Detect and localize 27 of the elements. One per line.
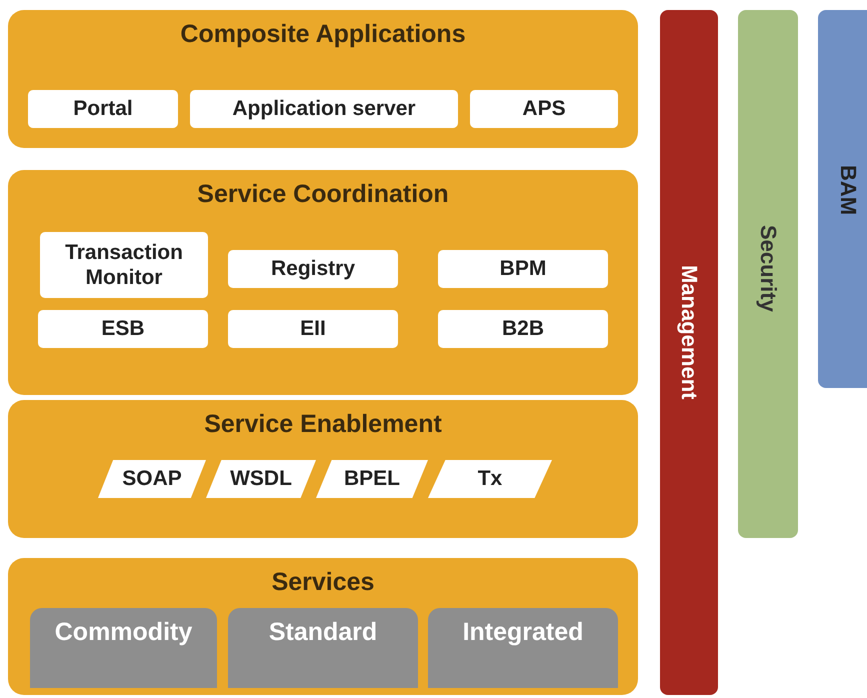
- component-box: Application server: [190, 90, 458, 128]
- component-box: Transaction Monitor: [40, 232, 208, 298]
- layer-title: Service Enablement: [203, 410, 443, 439]
- component-box: EII: [228, 310, 398, 348]
- layer-band: [8, 10, 638, 148]
- layer-band: [8, 170, 638, 395]
- protocol-tag: BPEL: [316, 460, 428, 498]
- component-box: APS: [470, 90, 618, 128]
- component-box: ESB: [38, 310, 208, 348]
- layer-title: Composite Applications: [179, 20, 467, 49]
- layer-band: [8, 400, 638, 538]
- layer-title: Service Coordination: [196, 180, 450, 209]
- component-box: BPM: [438, 250, 608, 288]
- vertical-bar: BAM: [818, 10, 867, 388]
- service-block: Integrated: [428, 608, 618, 688]
- component-box: Registry: [228, 250, 398, 288]
- vertical-bar: Management: [660, 10, 718, 695]
- protocol-tag: SOAP: [98, 460, 206, 498]
- vertical-bar: Security: [738, 10, 798, 538]
- protocol-tag: WSDL: [206, 460, 316, 498]
- layer-band: [8, 558, 638, 695]
- service-block: Commodity: [30, 608, 217, 688]
- service-block: Standard: [228, 608, 418, 688]
- component-box: Portal: [28, 90, 178, 128]
- component-box: B2B: [438, 310, 608, 348]
- protocol-tag: Tx: [428, 460, 552, 498]
- layer-title: Services: [270, 568, 376, 597]
